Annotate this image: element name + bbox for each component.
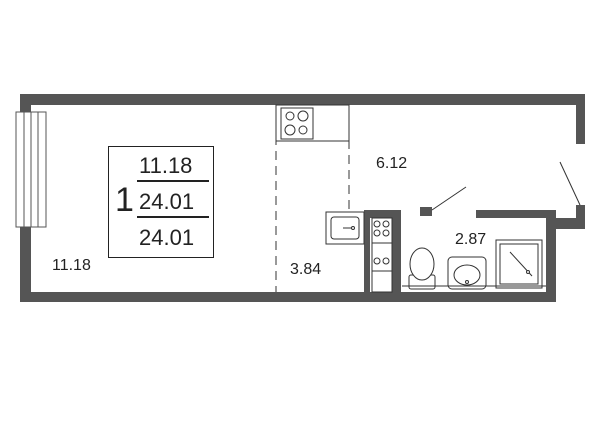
divider-line [137, 180, 209, 182]
living-room-area: 11.18 [52, 257, 91, 274]
area-summary-box: 1 11.18 24.01 24.01 [108, 146, 214, 258]
kitchen-counter [275, 104, 350, 142]
stove-icon [280, 107, 314, 140]
toilet-icon [408, 247, 436, 290]
total-area-value: 24.01 [139, 189, 195, 214]
rooms-count: 1 [115, 181, 134, 219]
interior-walls [364, 207, 551, 292]
kitchen-area: 3.84 [290, 261, 322, 278]
window-icon [15, 111, 47, 228]
total-area-value-2: 24.01 [139, 225, 195, 250]
door-swing-icon [431, 161, 581, 211]
hall-area: 6.12 [376, 155, 408, 172]
shower-icon [495, 239, 543, 289]
divider-line [137, 216, 209, 218]
fridge-icon [371, 217, 393, 293]
living-area-value: 11.18 [139, 153, 193, 178]
bathroom-area: 2.87 [455, 231, 487, 248]
sink-icon [325, 211, 365, 245]
washbasin-icon [447, 256, 487, 290]
